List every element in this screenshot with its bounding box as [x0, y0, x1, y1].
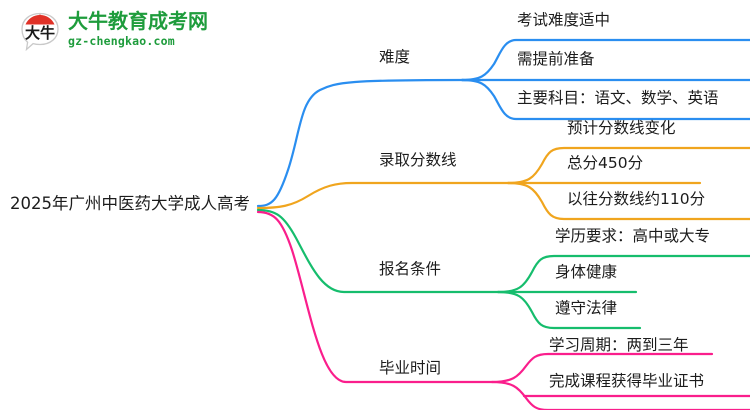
branch-baomingtiaojian-to-leaf-3 — [496, 290, 642, 330]
svg-text:大牛: 大牛 — [25, 24, 55, 42]
branch-node-nandu[interactable]: 难度 — [379, 48, 411, 66]
leaf-node-xueliyaoqiu[interactable]: 学历要求：高中或大专 — [555, 227, 711, 245]
root-node[interactable]: 2025年广州中医药大学成人高考 — [10, 194, 250, 213]
leaf-node-xutiqianzhunbei[interactable]: 需提前准备 — [517, 50, 595, 68]
branch-biyeshijian-to-leaf-1 — [490, 352, 714, 384]
branch-baomingtiaojian-to-leaf-1 — [496, 254, 750, 294]
branch-nandu-to-leaf-3 — [460, 78, 750, 121]
logo-site-name: 大牛教育成考网 — [68, 9, 208, 33]
leaf-node-zunshoufalv[interactable]: 遵守法律 — [555, 299, 618, 317]
root-to-branch-nandu — [256, 78, 464, 208]
root-to-branch-biyeshijian — [256, 210, 494, 384]
branch-nandu-to-leaf-1 — [460, 38, 750, 82]
branch-node-biyeshijian[interactable]: 毕业时间 — [379, 359, 442, 377]
logo-wordmark: 大牛教育成考网 gz-chengkao.com — [68, 9, 238, 49]
root-to-branch-fenshuxian — [256, 181, 510, 210]
branch-fenshuxian-to-leaf-1 — [506, 146, 750, 185]
leaf-node-yujifenshuxianbianhua[interactable]: 预计分数线变化 — [567, 119, 676, 137]
leaf-node-kaoshinandushizhong[interactable]: 考试难度适中 — [517, 11, 611, 29]
branch-fenshuxian-to-leaf-3 — [506, 181, 750, 221]
leaf-node-yiwangfenshuxian110[interactable]: 以往分数线约110分 — [567, 190, 706, 208]
branch-node-baomingtiaojian[interactable]: 报名条件 — [379, 260, 442, 278]
da-niu-speech-bubble-logo: 大牛 — [18, 10, 62, 54]
leaf-node-shentijiankang[interactable]: 身体健康 — [555, 263, 618, 281]
leaf-node-zongfen450[interactable]: 总分450分 — [567, 154, 644, 172]
leaf-node-xuexizhouqi[interactable]: 学习周期：两到三年 — [549, 336, 689, 354]
branch-node-luqufenshuxian[interactable]: 录取分数线 — [379, 151, 457, 169]
leaf-node-zhuyaokemu[interactable]: 主要科目：语文、数学、英语 — [517, 89, 719, 107]
logo-domain: gz-chengkao.com — [68, 34, 175, 48]
leaf-node-wanchengkechengzhengshu[interactable]: 完成课程获得毕业证书 — [549, 372, 705, 390]
site-logo[interactable]: 大牛 大牛教育成考网 gz-chengkao.com — [18, 8, 238, 58]
root-to-branch-baomingtiaojian — [256, 208, 500, 294]
